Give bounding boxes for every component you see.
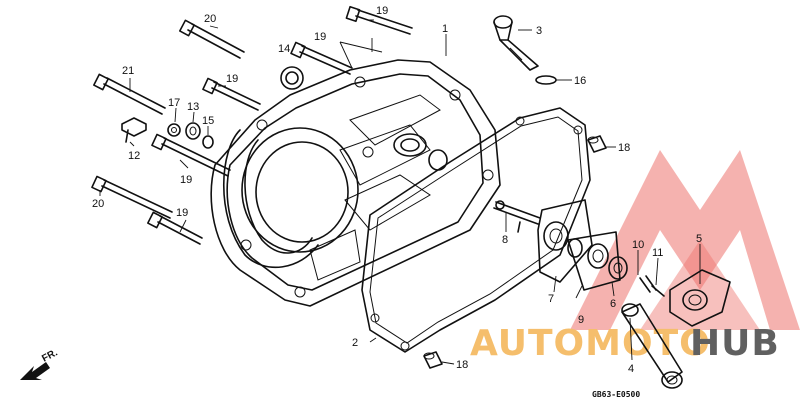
- oil-pump-assembly: [493, 199, 665, 297]
- cover-gasket: [361, 107, 591, 353]
- callout-6: 6: [610, 298, 616, 310]
- callout-19-upper: 19: [314, 31, 326, 43]
- flange-bolts: [91, 5, 413, 245]
- watermark-logo: AUTOMOTO HUB: [470, 150, 800, 364]
- callout-12: 12: [128, 150, 140, 162]
- callout-20-top: 20: [204, 13, 216, 25]
- callout-20-bottom: 20: [92, 198, 104, 210]
- callout-3: 3: [536, 25, 542, 37]
- callout-18-top: 18: [618, 142, 630, 154]
- callout-8: 8: [502, 234, 508, 246]
- diagram-code: GB63-E0500: [592, 390, 640, 399]
- callout-1: 1: [442, 23, 448, 35]
- callout-14: 14: [278, 43, 290, 55]
- callout-18-bottom: 18: [456, 359, 468, 371]
- callout-17: 17: [168, 97, 180, 109]
- callout-7: 7: [548, 293, 554, 305]
- watermark-text-hub: HUB: [690, 323, 780, 364]
- callout-10: 10: [632, 239, 644, 251]
- callout-11: 11: [652, 247, 663, 259]
- kick-arm-assembly: [621, 269, 731, 389]
- callout-5: 5: [696, 233, 702, 245]
- leader-lines: [99, 19, 701, 365]
- small-hardware: [121, 66, 304, 149]
- callout-19-top: 19: [376, 5, 388, 17]
- callout-16: 16: [574, 75, 586, 87]
- callout-9: 9: [578, 314, 584, 326]
- callout-4: 4: [628, 363, 634, 375]
- callout-15: 15: [202, 115, 214, 127]
- front-arrow-icon: [20, 362, 50, 380]
- o-ring: [535, 75, 557, 85]
- callout-19-lower: 19: [180, 174, 192, 186]
- crankcase-cover: [210, 59, 501, 307]
- front-direction-label: FR.: [40, 347, 60, 364]
- callout-19-bottom: 19: [176, 207, 188, 219]
- callout-labels: 1 2 3 4 5 6 7 8 9 10 11 12 13 14 15 16 1…: [92, 5, 702, 375]
- callout-21: 21: [122, 65, 134, 77]
- watermark-text-automoto: AUTOMOTO: [470, 323, 711, 364]
- callout-2: 2: [352, 337, 358, 349]
- front-direction-indicator: FR.: [20, 347, 60, 380]
- callout-13: 13: [187, 101, 199, 113]
- callout-19-middle: 19: [226, 73, 238, 85]
- dowel-pins: [423, 135, 607, 369]
- oil-filler-cap: [493, 15, 539, 71]
